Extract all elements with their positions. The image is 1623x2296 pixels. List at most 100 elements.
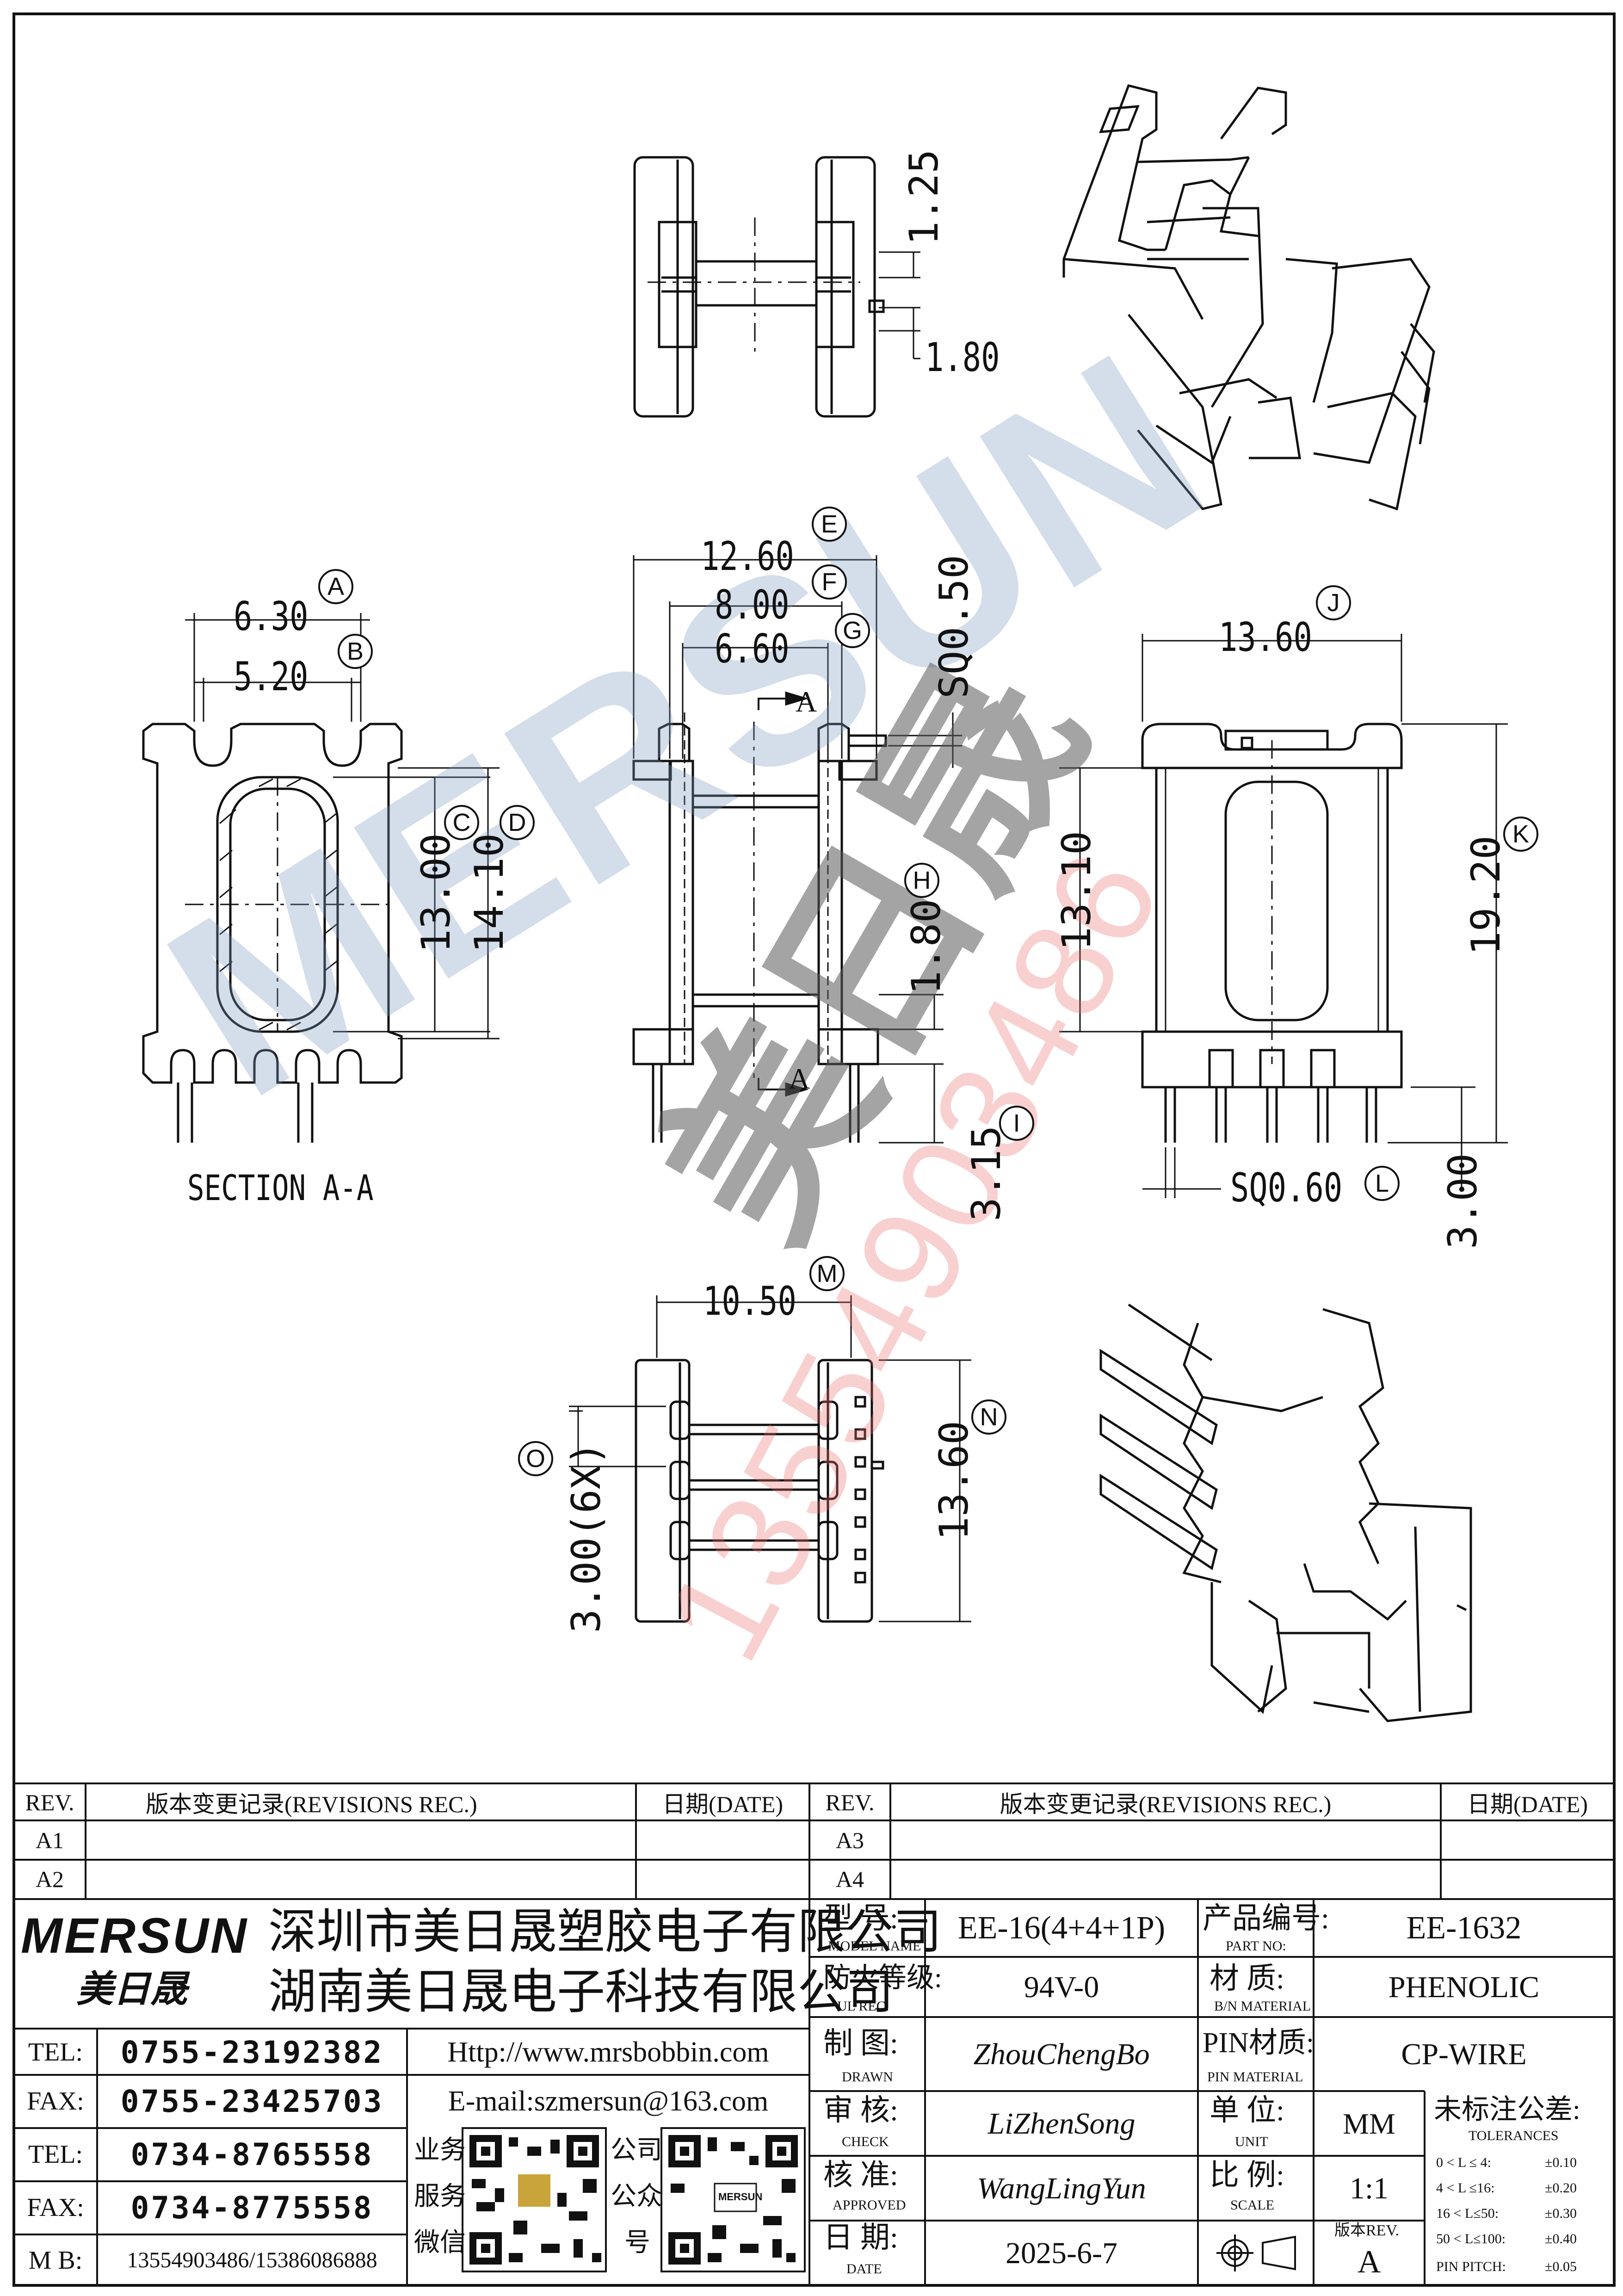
qr-code-1 (462, 2127, 607, 2272)
dim-6-30: 6.30 (234, 594, 309, 640)
fire-label-en: UL REC. (837, 1999, 889, 2014)
rev-left-header-date: 日期(DATE) (662, 1791, 784, 1817)
dim-3-00: 3.00 (1440, 1153, 1486, 1249)
dim-13-10: 13.10 (1054, 831, 1100, 951)
scale-label-en: SCALE (1230, 2197, 1275, 2213)
approved-label-en: APPROVED (833, 2197, 906, 2213)
unit-label-en: UNIT (1235, 2134, 1268, 2149)
balloon-d: D (500, 805, 535, 840)
rev-right-header-rec: 版本变更记录(REVISIONS REC.) (1000, 1791, 1332, 1817)
drawn-label-en: DRAWN (842, 2069, 893, 2085)
material-label: 材 质: (1210, 1962, 1284, 1995)
dim-sq050: SQ0.50 (931, 555, 977, 699)
section-label: SECTION A-A (187, 1167, 374, 1208)
tel2-label: TEL: (28, 2140, 83, 2169)
fax2-label: FAX: (27, 2193, 84, 2222)
approved-label: 核 准: (823, 2159, 898, 2191)
tel1-label: TEL: (28, 2038, 83, 2067)
rev-right-row-a3: A3 (835, 1827, 864, 1853)
mb-value: 13554903486/15386086888 (127, 2248, 377, 2272)
pin-label-en: PIN MATERIAL (1207, 2069, 1303, 2085)
part-label: 产品编号: (1203, 1902, 1329, 1935)
dim-13-60-bot: 13.60 (931, 1421, 977, 1541)
dim-sq060: SQ0.60 (1230, 1165, 1343, 1211)
front-view (632, 555, 962, 1144)
qr2-logo: MERSUN (718, 2191, 763, 2203)
balloon-l: L (1364, 1166, 1400, 1201)
dim-3-00-6x: 3.00(6X) (563, 1441, 610, 1633)
section-view (142, 613, 500, 1143)
tol-value-3: ±0.30 (1545, 2206, 1577, 2221)
tol-value-2: ±0.20 (1545, 2180, 1577, 2196)
dim-13-00: 13.00 (413, 833, 459, 953)
rev-right-header-rev: REV. (825, 1789, 875, 1815)
version-value: A (1358, 2244, 1381, 2280)
version-label: 版本REV. (1334, 2222, 1400, 2239)
tel1-value: 0755-23192382 (120, 2034, 384, 2070)
side-view (1059, 634, 1508, 1198)
email[interactable]: E-mail:szmersun@163.com (448, 2085, 769, 2117)
tol-range-1: 0 < L ≤ 4: (1436, 2155, 1491, 2170)
fire-value: 94V-0 (1024, 1970, 1099, 2004)
dim-10-50: 10.50 (703, 1278, 796, 1324)
rev-left-header-rev: REV. (25, 1789, 74, 1815)
balloon-h: H (904, 863, 939, 898)
check-label: 审 核: (823, 2094, 898, 2127)
part-label-en: PART NO: (1226, 1938, 1286, 1954)
dim-19-20: 19.20 (1463, 835, 1509, 955)
isometric-view-bottom (1099, 1303, 1472, 1722)
website[interactable]: Http://www.mrsbobbin.com (447, 2036, 769, 2068)
tol-label: 未标注公差: (1434, 2094, 1580, 2125)
drawn-label: 制 图: (823, 2027, 898, 2060)
fire-label: 防火等级: (823, 1962, 942, 1993)
rev-right-header-date: 日期(DATE) (1467, 1791, 1588, 1817)
title-block-lines (14, 1782, 1614, 2285)
unit-value: MM (1343, 2107, 1395, 2140)
check-value: LiZhenSong (987, 2106, 1135, 2141)
projection-symbol-icon (1216, 2234, 1296, 2271)
dim-3-15: 3.15 (963, 1125, 1010, 1221)
tol-value-5: ±0.05 (1545, 2259, 1577, 2274)
mb-label: M B: (28, 2246, 83, 2275)
qr2-caption-3: 号 (624, 2228, 650, 2257)
tol-range-4: 50 < L≤100: (1436, 2231, 1506, 2246)
model-label-en: MODEL NAME (828, 1938, 921, 1954)
balloon-i: I (999, 1106, 1034, 1141)
qr2-caption-2: 公众 (611, 2182, 662, 2211)
rev-right-row-a4: A4 (835, 1866, 864, 1892)
dim-8-00: 8.00 (715, 582, 790, 628)
cut-mark-a-top: A (796, 685, 817, 718)
rev-left-row-a2: A2 (35, 1866, 64, 1892)
balloon-m: M (809, 1256, 845, 1291)
tol-value-1: ±0.10 (1545, 2155, 1577, 2170)
model-label: 型 号: (823, 1902, 898, 1935)
material-value: PHENOLIC (1388, 1970, 1540, 2004)
qr1-caption-2: 服务 (414, 2182, 466, 2211)
date-label: 日 期: (823, 2221, 898, 2254)
tol-range-3: 16 < L≤50: (1436, 2206, 1499, 2221)
rev-left-header-rec: 版本变更记录(REVISIONS REC.) (146, 1791, 477, 1817)
balloon-c: C (444, 805, 479, 840)
pin-value: CP-WIRE (1401, 2037, 1527, 2071)
cut-mark-a-bottom: A (789, 1062, 810, 1095)
tel2-value: 0734-8765558 (130, 2136, 374, 2172)
company-name-2: 湖南美日晟电子科技有限公司 (268, 1966, 894, 2019)
qr1-caption-1: 业务 (414, 2136, 466, 2165)
dim-14-10: 14.10 (466, 833, 512, 953)
balloon-k: K (1503, 817, 1538, 852)
fax1-label: FAX: (27, 2087, 84, 2116)
unit-label: 单 位: (1210, 2094, 1284, 2127)
tol-value-4: ±0.40 (1545, 2231, 1577, 2246)
qr-code-2 (660, 2127, 806, 2272)
qr2-caption-1: 公司 (611, 2136, 662, 2165)
check-label-en: CHECK (842, 2134, 889, 2149)
top-view (633, 156, 920, 418)
scale-value: 1:1 (1349, 2171, 1389, 2205)
qr1-caption-3: 微信 (414, 2228, 466, 2257)
tol-range-2: 4 < L ≤16: (1436, 2180, 1495, 2196)
balloon-g: G (835, 613, 870, 648)
model-value: EE-16(4+4+1P) (957, 1910, 1166, 1946)
fax1-value: 0755-23425703 (120, 2083, 384, 2119)
dim-1-80-mid: 1.80 (903, 898, 950, 995)
pin-label: PIN材质: (1203, 2027, 1314, 2059)
